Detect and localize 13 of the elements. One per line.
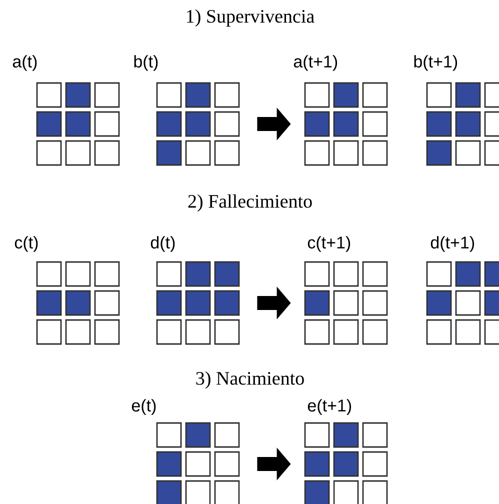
- grid-label: b(t+1): [414, 55, 458, 71]
- grid-label: d(t+1): [430, 236, 474, 252]
- grid-label: e(t): [132, 399, 156, 415]
- grid-label: e(t+1): [308, 399, 352, 415]
- grid-label: c(t): [14, 236, 38, 252]
- grid-label: c(t+1): [308, 236, 350, 252]
- section-title: 2) Fallecimiento: [188, 194, 312, 212]
- section-title: 1) Supervivencia: [187, 9, 314, 27]
- section-title: 3) Nacimiento: [196, 371, 304, 389]
- grid-label: d(t): [150, 236, 175, 252]
- grid-label: a(t+1): [294, 55, 338, 71]
- grid-label: a(t): [12, 55, 37, 71]
- grid-label: b(t): [134, 55, 158, 71]
